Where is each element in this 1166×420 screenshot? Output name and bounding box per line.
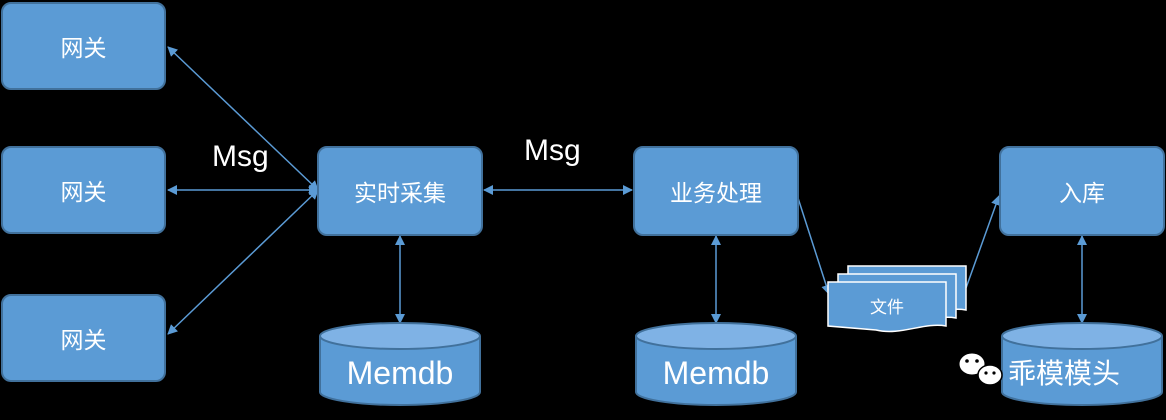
memdb-label-2: Memdb — [662, 355, 770, 391]
business-processing-node: 业务处理 — [633, 146, 799, 236]
gateway-node-2: 网关 — [1, 146, 166, 234]
database-cylinder — [1001, 322, 1163, 406]
file-label: 文件 — [870, 298, 904, 318]
memdb-cylinder-2 — [635, 322, 797, 406]
arrow-gateway1-collect — [167, 46, 319, 191]
arrow-file-storage — [965, 195, 1001, 289]
arrow-business-file — [797, 197, 831, 295]
storage-label: 入库 — [1059, 181, 1105, 207]
watermark-text: 乖模模头 — [1008, 357, 1121, 390]
business-processing-label: 业务处理 — [670, 181, 762, 207]
msg-label-gateways: Msg — [212, 140, 269, 173]
gateway-node-3-label: 网关 — [60, 328, 107, 354]
gateway-node-1: 网关 — [1, 2, 166, 90]
realtime-collect-label: 实时采集 — [354, 181, 446, 207]
wechat-icon — [958, 352, 1003, 386]
gateway-node-2-label: 网关 — [60, 180, 107, 206]
arrow-gateway3-collect — [167, 189, 319, 335]
realtime-collect-node: 实时采集 — [317, 146, 483, 236]
memdb-label-1: Memdb — [346, 355, 454, 391]
gateway-node-1-label: 网关 — [60, 36, 107, 62]
gateway-node-3: 网关 — [1, 294, 166, 382]
file-stack-shape — [827, 265, 967, 333]
storage-node: 入库 — [999, 146, 1165, 236]
memdb-cylinder-1 — [319, 322, 481, 406]
msg-label-business: Msg — [524, 134, 581, 167]
